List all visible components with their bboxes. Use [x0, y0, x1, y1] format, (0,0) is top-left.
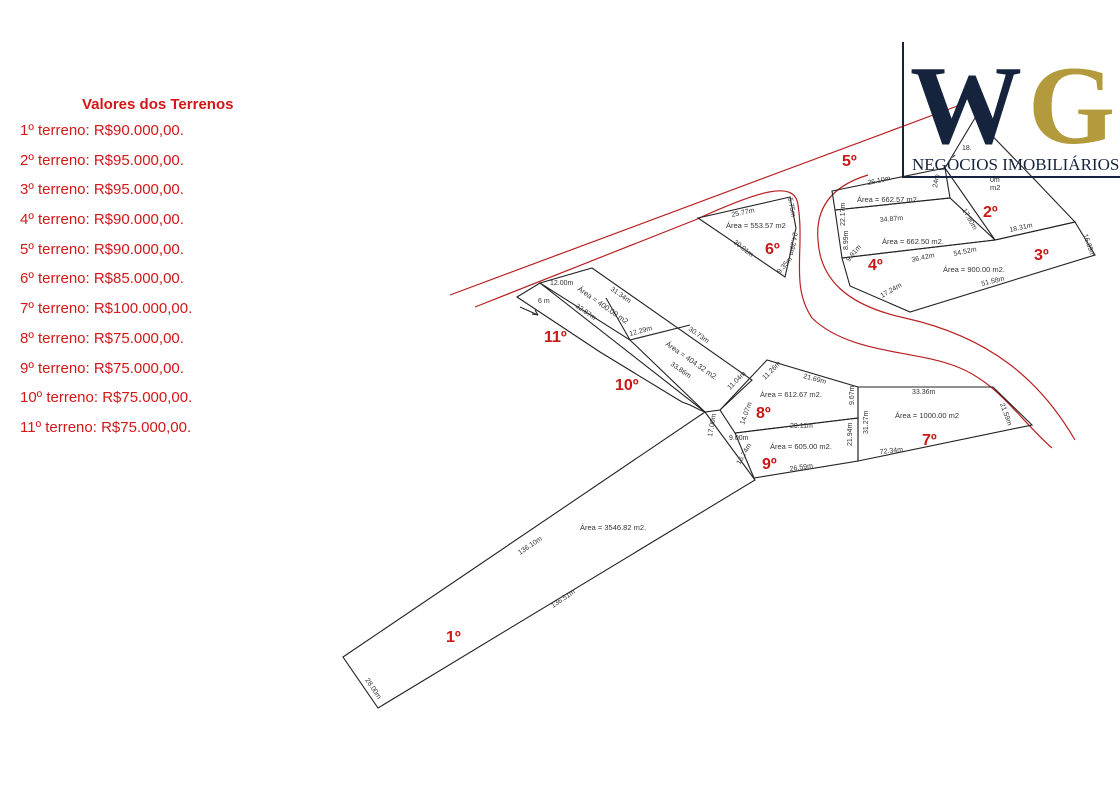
logo-letter-g: G: [1028, 44, 1115, 168]
area-lot-5: Área = 662.57 m2.: [857, 195, 919, 204]
dim-29-11: 29.11m: [790, 423, 813, 430]
lot-number-1: 1º: [446, 629, 461, 646]
road-upper-edge: [449, 104, 961, 296]
price-item-3: 3º terreno: R$95.000,00.: [20, 181, 184, 199]
lot-3-outline: [841, 221, 1096, 313]
lot-10-11-divider: [605, 297, 631, 341]
dim-31-27: 31.27m: [863, 410, 870, 434]
dim-14-07: 14.07m: [739, 401, 754, 425]
dim-31-34: 31.34m: [609, 286, 632, 305]
dim-16-89: 16.89m: [1081, 233, 1096, 257]
dim-9-35: 9.35m: [776, 256, 794, 276]
dim-25-77: 25.77m: [731, 207, 755, 219]
dim-136-51: 136.51m: [550, 589, 577, 610]
dim-9-67: 9.67m: [849, 385, 856, 405]
dim-11-26: 11.26m: [761, 360, 782, 381]
price-item-10: 10º terreno: R$75.000,00.: [20, 389, 193, 407]
width-arrow-head: [531, 309, 539, 316]
area-lot-11: Área = 400.00 m2: [576, 284, 630, 326]
dim-22-17: 22.17m: [840, 202, 847, 226]
lot-number-2: 2º: [983, 204, 998, 221]
dim-36-42: 36.42m: [911, 252, 935, 264]
dim-17-24: 17.24m: [880, 282, 904, 300]
lot-7-outline: [857, 386, 1034, 462]
dim-5-75: 5.75m: [786, 197, 796, 218]
lot-number-4: 4º: [868, 257, 883, 274]
dim-9-00: 9.00m: [729, 435, 749, 442]
area-lot-2: m2: [990, 183, 1000, 192]
lot-number-10: 10º: [615, 377, 639, 394]
dim-11-04: 11.04m: [726, 370, 747, 391]
dim-26-59: 26.59m: [789, 463, 813, 473]
lot-numbers: 1º 2º 3º 4º 5º 6º 7º 8º 9º 10º 11º: [446, 153, 1049, 646]
dim-12-29: 12.29m: [629, 325, 654, 338]
area-lot-7: Área = 1000.00 m2: [895, 411, 959, 420]
area-lot-9: Área = 605.00 m2.: [770, 442, 832, 451]
logo-tagline: NEGÓCIOS IMOBILIÁRIOS: [912, 155, 1119, 174]
price-item-8: 8º terreno: R$75.000,00.: [20, 329, 184, 347]
area-lot-6: Área = 553.57 m2: [726, 221, 786, 230]
dim-17-00: 17.00m: [707, 413, 718, 437]
lot-number-11: 11º: [544, 329, 567, 346]
price-item-2: 2º terreno: R$95.000,00.: [20, 151, 184, 169]
price-list: Valores dos Terrenos 1º terreno: R$90.00…: [20, 96, 260, 448]
width-marker: [519, 306, 539, 316]
dim-24m: 24m: [932, 174, 941, 189]
dim-18-31: 18.31m: [1009, 222, 1033, 234]
lot-outlines: [342, 117, 1096, 709]
lot-1-outline: [342, 411, 756, 709]
lot-10-outline: [538, 267, 753, 413]
dim-6m: 6 m: [538, 298, 550, 305]
price-item-4: 4º terreno: R$90.000,00.: [20, 211, 184, 229]
lot-number-9: 9º: [762, 456, 777, 473]
price-item-9: 9º terreno: R$75.000,00.: [20, 359, 184, 377]
dim-54-52: 54.52m: [953, 246, 977, 258]
logo-letter-w: W: [910, 44, 1022, 168]
area-lot-1: Área = 3546.82 m2.: [580, 523, 646, 532]
lot-11-outline: [515, 282, 706, 413]
dim-136-10: 136.10m: [517, 536, 544, 557]
area-lot-8: Área = 612.67 m2.: [760, 390, 822, 399]
lot-number-8: 8º: [756, 405, 771, 422]
price-item-1: 1º terreno: R$90.000,00.: [20, 122, 184, 139]
dim-72-34: 72.34m: [879, 447, 903, 456]
road-lower-edge: [474, 190, 1053, 449]
dim-21-69: 21.69m: [802, 373, 827, 386]
dim-33-36: 33.36m: [912, 389, 936, 396]
area-lot-3: Área = 900.00 m2.: [943, 265, 1005, 274]
price-item-6: 6º terreno: R$85.000,00.: [20, 270, 184, 288]
dim-24-28: 24.28m: [787, 232, 798, 256]
dim-30-01: 30.01m: [732, 239, 755, 259]
lot-2-outline: [944, 117, 1077, 241]
dim-0m: 0m: [990, 177, 1000, 184]
price-item-5: 5º terreno: R$90.000,00.: [20, 240, 184, 258]
dim-16-74: 16.74m: [736, 442, 754, 466]
road-right-curve: [817, 174, 1076, 441]
dim-34-87: 34.87m: [880, 215, 904, 224]
road-lines: [449, 104, 1076, 449]
company-logo: W G NEGÓCIOS IMOBILIÁRIOS: [902, 42, 1120, 178]
width-arrow-line: [519, 306, 539, 316]
lot-number-5: 5º: [842, 153, 857, 170]
lot-10-inner: [629, 324, 691, 341]
lot-number-7: 7º: [922, 432, 937, 449]
area-lot-4: Área = 662.50 m2.: [882, 237, 944, 246]
lot-6-outline: [696, 196, 797, 278]
lot-number-3: 3º: [1034, 247, 1049, 264]
price-item-7: 7º terreno: R$100.000,00.: [20, 300, 193, 318]
dim-18-x: 18.: [962, 145, 972, 152]
dim-28-00: 28.00m: [363, 677, 382, 700]
dim-8-99: 8.99m: [843, 230, 850, 250]
price-item-11: 11º terreno: R$75.000,00.: [20, 418, 192, 436]
lot-number-6: 6º: [765, 241, 780, 258]
dim-26-10: 26.10m: [867, 175, 891, 187]
price-list-title: Valores dos Terrenos: [82, 96, 234, 113]
dim-21-94: 21.94m: [847, 422, 854, 446]
dim-12-00: 12.00m: [550, 280, 574, 287]
